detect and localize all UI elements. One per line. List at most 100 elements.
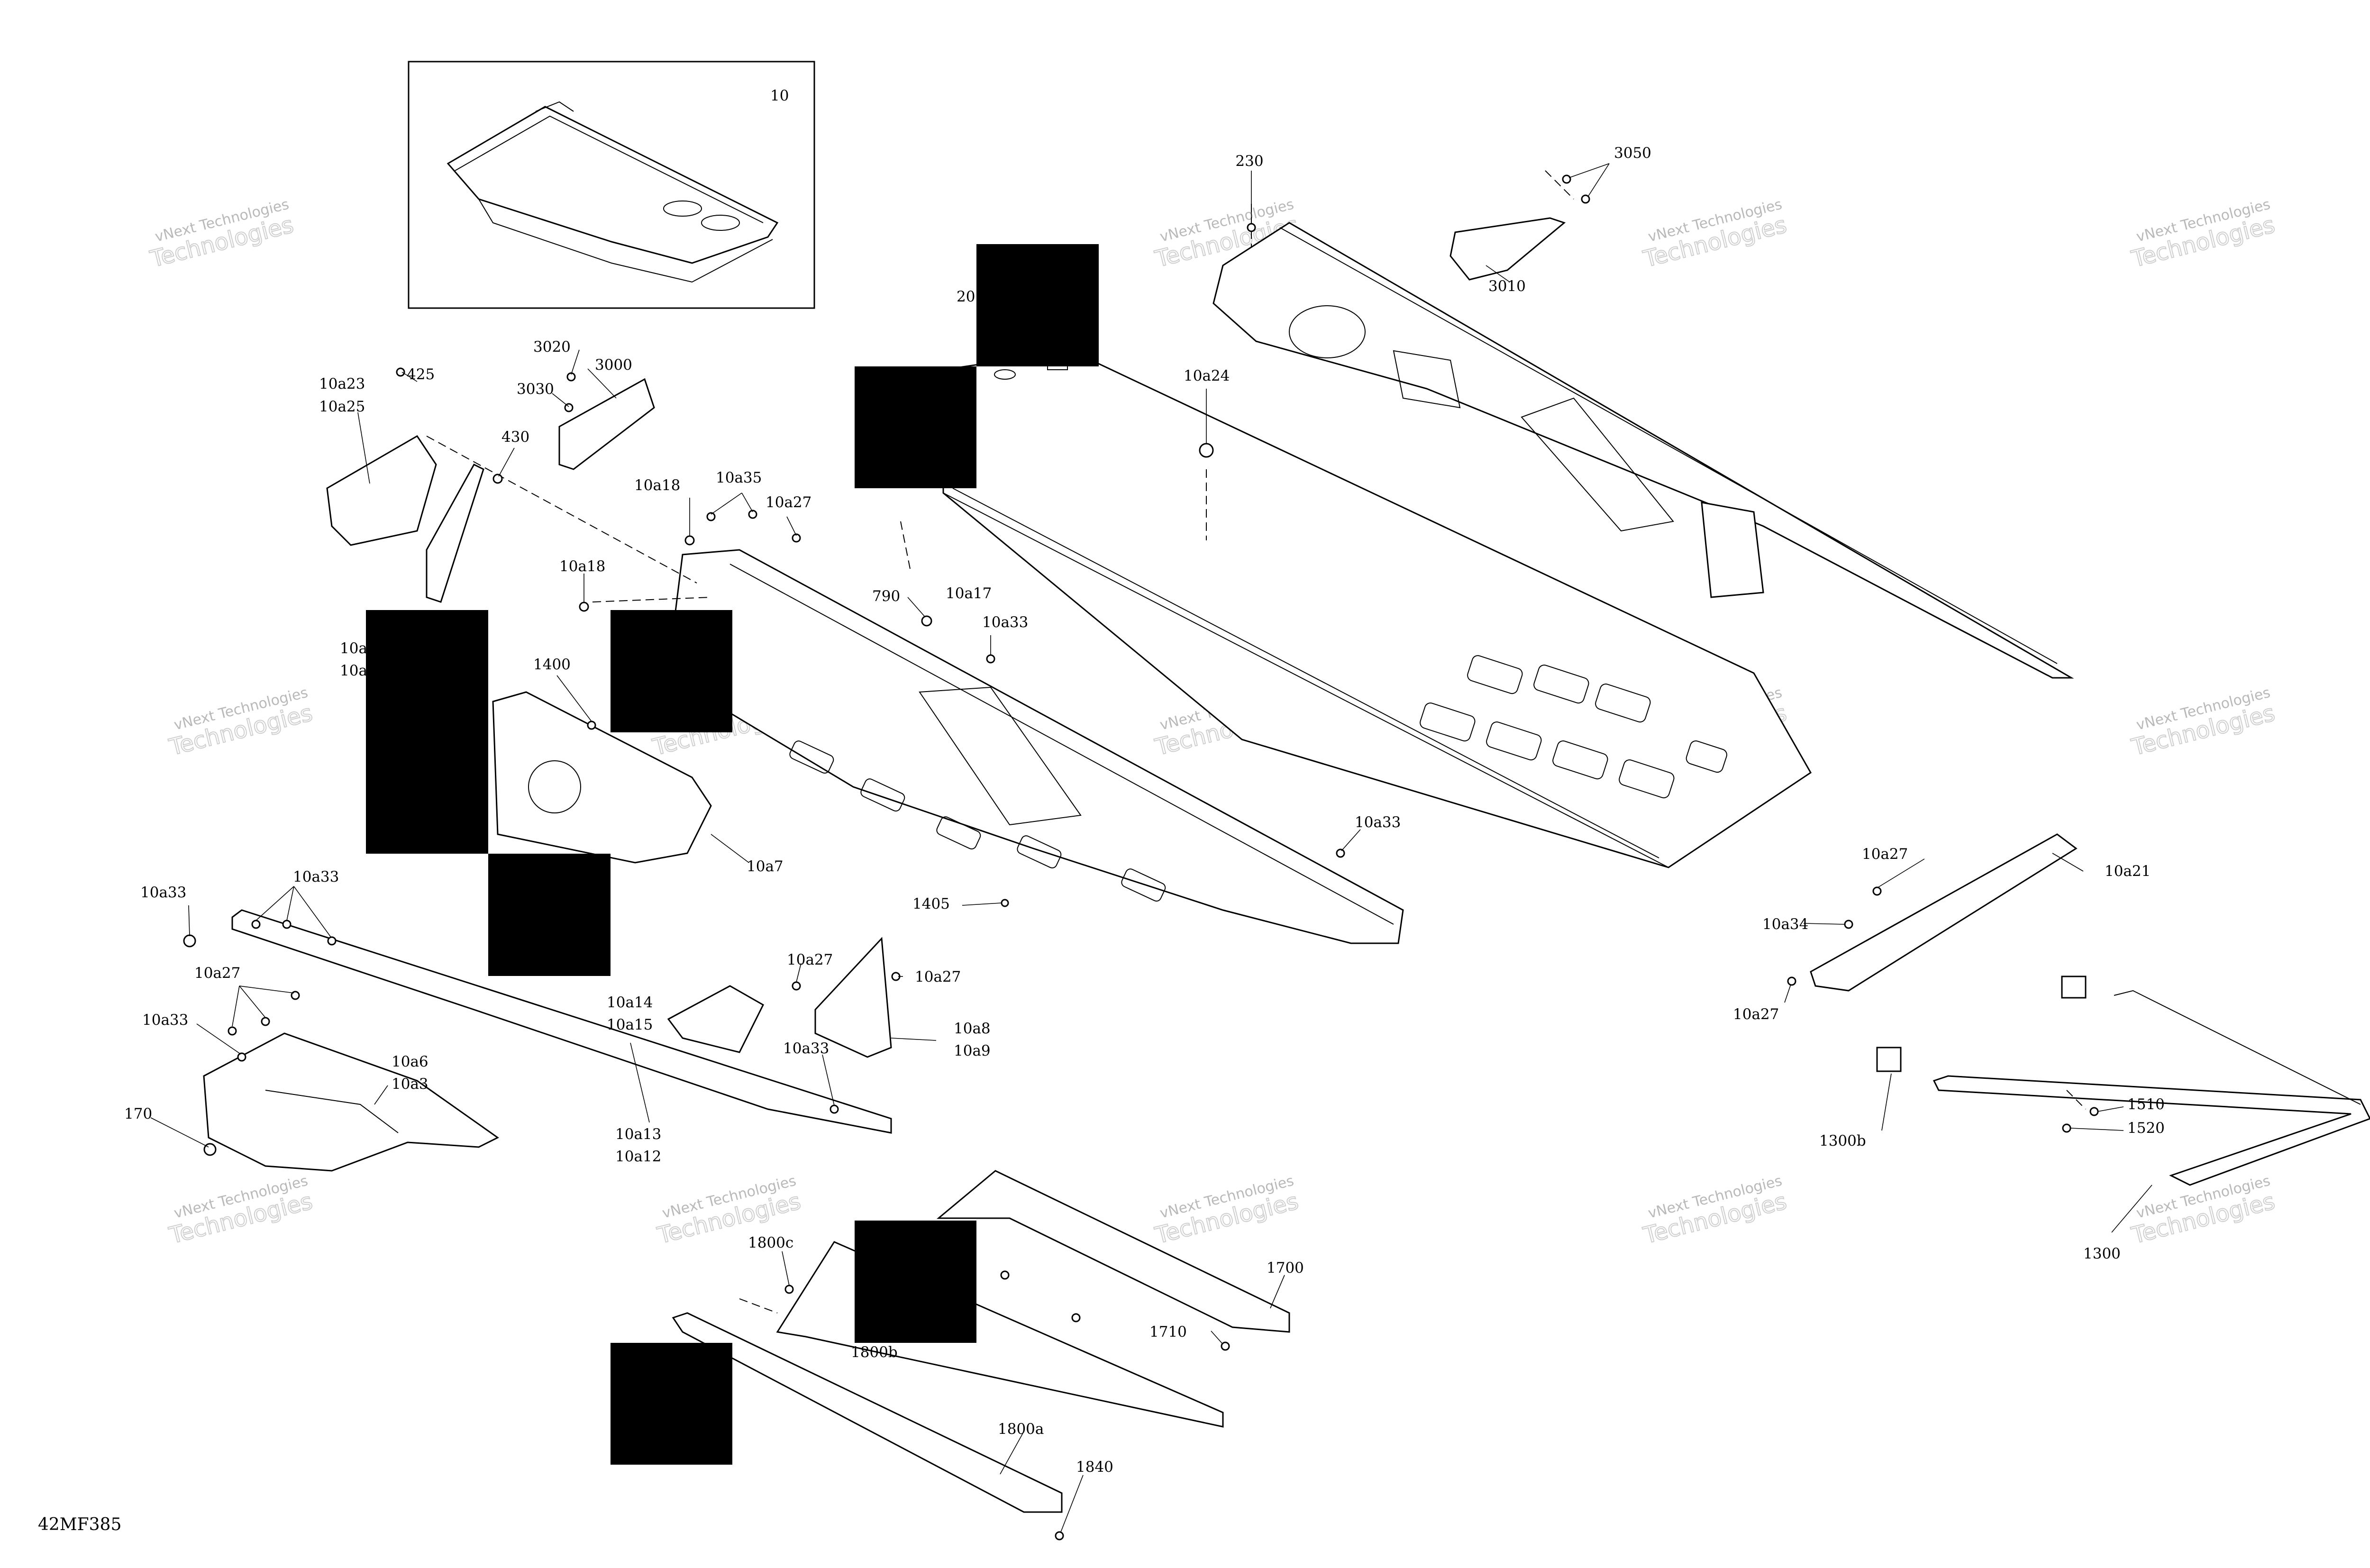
callout-10a12: 10a12 [615,1148,661,1165]
fastener-10a33 [237,1052,246,1062]
callout-230: 230 [1235,153,1263,170]
leader-10a13 [630,1042,650,1123]
footrest-plate [326,435,437,546]
leader-10a33 [1341,829,1361,851]
rail-1700 [936,1170,1290,1333]
left-panel-cutout [936,816,981,849]
leader-1510 [2097,1106,2124,1112]
bracket-10a14-body [667,985,764,1053]
right-panel-vent-cutout [1521,397,1674,532]
fastener-10a27 [792,981,801,991]
tunnel-left-side-panel [672,549,1404,944]
fastener-10a27 [228,1026,237,1036]
tunnel-floor-edge [952,488,1659,858]
leader-3020 [571,349,580,375]
running-board-rail-body [231,909,892,1134]
fastener-1710 [1221,1341,1230,1351]
redaction-block [976,244,1099,366]
running-board-rail [231,909,892,1134]
fastener-3030 [564,403,574,412]
skid-plate [203,1032,499,1172]
inset-cutout [701,215,740,231]
callout-10a14: 10a14 [607,994,653,1011]
right-panel-bracket [1701,501,1764,598]
leader-10a33 [255,886,331,938]
rear-bumper-body [1932,1075,2370,1186]
leader-10a33 [196,1023,241,1055]
callout-3050: 3050 [1614,145,1651,162]
fastener-230 [1247,223,1256,232]
redaction-block [488,854,611,976]
fastener-10a35 [748,510,757,519]
fastener-3020 [566,372,576,382]
rear-bumper-1300 [1876,975,2370,1186]
left-panel-cutout [1017,835,1062,868]
callout-10a15: 10a15 [607,1016,653,1033]
cooler-cutout [1467,655,1523,694]
fastener-1400 [587,720,596,730]
watermark-top-right1: vNext Technologies Technologies [1640,196,1790,273]
right-panel-plate [1393,350,1461,409]
fastener-3050 [1562,174,1571,184]
fastener-10a33 [251,920,261,929]
fastener-10a27 [792,533,801,543]
leader-1800c [782,1251,790,1286]
left-panel-cutout [1121,868,1166,902]
leader-10a27 [232,985,294,1027]
rail-1800a [672,1312,1063,1513]
callout-3020: 3020 [533,338,571,356]
callout-10a18a: 10a18 [634,477,680,494]
leader-10a7 [711,834,749,863]
callout-10a33e: 10a33 [142,1012,188,1029]
leader-1700 [1270,1275,1285,1309]
callout-425: 425 [407,366,435,383]
callout-10a21: 10a21 [2105,863,2151,880]
cooler-cutout [1552,740,1608,780]
watermark-top-right2: vNext Technologies Technologies [2128,196,2278,273]
callout-1800b: 1800b [851,1344,898,1361]
redaction-block [855,366,976,488]
rear-bumper-cap [2061,975,2087,999]
callout-1520: 1520 [2127,1120,2165,1137]
fastener-10a33 [183,934,196,948]
redaction-block [611,1343,732,1465]
callout-430: 430 [501,428,529,446]
cooler-cutout [1686,740,1727,773]
callout-1510: 1510 [2127,1096,2165,1113]
watermark-bot-left: vNext Technologies Technologies [166,1173,316,1250]
callout-10a-cut2: 10a [340,662,367,679]
callout-790: 790 [872,588,900,605]
leader-lines [150,163,2152,1532]
tunnel-floor-edge-lower [943,492,1669,868]
cooler-cutout [1486,721,1542,761]
leader-10a34 [1803,923,1845,925]
fastener-1520 [2062,1123,2071,1133]
leader-10a27 [796,963,802,983]
callout-1700: 1700 [1267,1259,1304,1276]
dashed-line [739,1298,778,1313]
callout-10a33b: 10a33 [1355,814,1401,831]
watermark-mid-left: vNext Technologies Technologies [166,684,316,762]
leader-790 [907,597,926,618]
callout-10a35: 10a35 [716,469,762,486]
inset-tunnel-rail [455,115,764,223]
leader-10a27 [1784,984,1791,1003]
callout-1840: 1840 [1076,1459,1113,1476]
fastener-10a27 [1872,886,1882,896]
leader-430 [498,447,515,477]
watermark-bot-right2: vNext Technologies Technologies [2128,1173,2278,1250]
gusset-10a8 [814,937,892,1058]
leader-1300b [1881,1073,1892,1131]
fastener-1510 [2089,1107,2099,1116]
cooler-cutout [1420,702,1476,742]
callout-10a23: 10a23 [319,375,365,392]
fastener-10a18 [684,535,695,546]
callout-10a7: 10a7 [747,858,784,875]
inset-cutout [663,201,702,217]
leader-10a6 [374,1085,388,1105]
inset-bracket [535,101,574,112]
leader-1840 [1060,1475,1084,1532]
fastener-10a24 [1199,443,1214,458]
bulkhead-plate-hole [528,760,581,813]
